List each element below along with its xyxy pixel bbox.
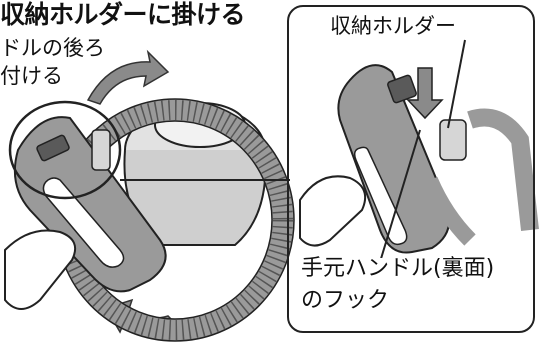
instruction-heading: 収納ホルダーに掛ける: [0, 0, 246, 29]
hook-leader-line: [379, 129, 421, 263]
handle-slot: [42, 177, 125, 268]
hook-label-line-2: のフック: [300, 288, 391, 313]
callout-handle: [337, 64, 451, 254]
hand-grip-handle: [13, 116, 167, 293]
storage-holder-label: 収納ホルダー: [330, 14, 456, 38]
instruction-subtext-line-2: 付ける: [0, 64, 63, 88]
handle-switch: [36, 134, 70, 162]
hand: [4, 229, 76, 310]
callout-box: [287, 5, 535, 333]
canister-holder: [91, 129, 111, 171]
canister-body: [123, 149, 267, 246]
instruction-subtext-line-1: ドルの後ろ: [0, 36, 105, 60]
zoom-circle-left: [8, 100, 122, 200]
callout-grip-ribs: [387, 74, 417, 104]
rotate-arrow-top: [86, 49, 170, 105]
callout-down-arrow: [406, 67, 444, 120]
hook-label-line-1: 手元ハンドル(裏面): [300, 256, 496, 281]
holder-leader-line: [447, 39, 466, 129]
callout-illustration: [299, 39, 539, 263]
callout-hose: [467, 108, 539, 231]
callout-holder: [439, 119, 467, 161]
callout-hose-lower: [422, 176, 476, 246]
callout-hand: [299, 175, 366, 247]
hose-ribs: [57, 100, 293, 340]
